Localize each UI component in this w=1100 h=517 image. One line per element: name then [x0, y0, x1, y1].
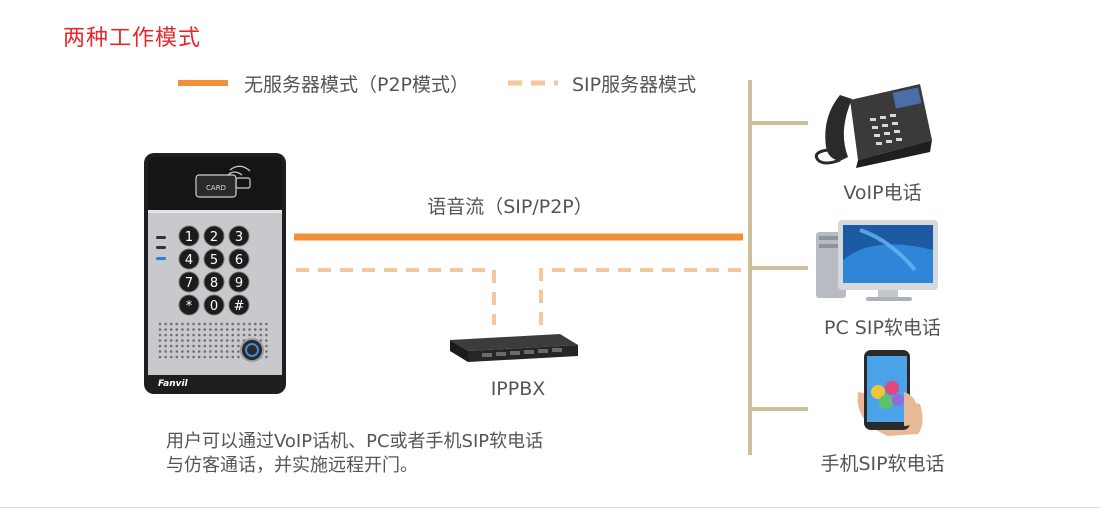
ippbx-switch-icon: [450, 334, 578, 362]
sip-dashed-route-left: [296, 268, 496, 325]
sip-dashed-route-right: [539, 268, 743, 325]
brand-logo: Fanvil: [158, 379, 189, 389]
keypad-key-label: 9: [235, 276, 243, 291]
keypad: 1 2 3 4 5 6 7 8 9 * 0 #: [178, 225, 250, 316]
keypad-key: *: [178, 294, 200, 316]
mobile-phone-icon: [857, 350, 923, 436]
pc-softphone-label: PC SIP软电话: [824, 317, 941, 339]
keypad-key: 8: [203, 271, 225, 293]
keypad-key-label: 8: [210, 276, 218, 291]
card-text: CARD: [206, 184, 226, 192]
keypad-key: 6: [228, 248, 250, 270]
keypad-key: 1: [178, 225, 200, 247]
speaker-grille: [158, 322, 268, 359]
indicator-led: [156, 257, 166, 260]
keypad-key-label: 3: [235, 230, 243, 245]
ippbx-label: IPPBX: [490, 378, 546, 400]
card-reader-icon: CARD: [195, 165, 251, 198]
keypad-key: 5: [203, 248, 225, 270]
legend-dashed-label: SIP服务器模式: [572, 74, 697, 96]
indicator-led: [156, 246, 166, 249]
description-line-2: 与仿客通话，并实施远程开门。: [166, 455, 418, 476]
keypad-key: 4: [178, 248, 200, 270]
keypad-key-label: 6: [235, 253, 243, 268]
keypad-key-label: 2: [210, 230, 218, 245]
bottom-divider: [0, 507, 1100, 508]
keypad-key: 3: [228, 225, 250, 247]
legend-solid-label: 无服务器模式（P2P模式）: [244, 74, 470, 96]
door-intercom-device: CARD 1 2 3 4 5 6 7 8 9 * 0 # Fanvil: [144, 153, 286, 394]
keypad-key-label: 7: [185, 276, 193, 291]
voip-phone-label: VoIP电话: [843, 182, 922, 204]
description-line-1: 用户可以通过VoIP话机、PC或者手机SIP软电话: [166, 431, 544, 452]
keypad-key-label: 4: [185, 253, 193, 268]
description-text: 用户可以通过VoIP话机、PC或者手机SIP软电话 与仿客通话，并实施远程开门。: [166, 430, 543, 478]
keypad-key: #: [228, 294, 250, 316]
keypad-key: 0: [203, 294, 225, 316]
voip-phone-icon: [814, 84, 932, 168]
mobile-softphone-label: 手机SIP软电话: [820, 453, 945, 475]
keypad-key-label: 5: [210, 253, 218, 268]
pc-computer-icon: [816, 220, 938, 301]
keypad-key-label: 0: [210, 299, 218, 314]
indicator-led: [156, 236, 166, 239]
keypad-key: 9: [228, 271, 250, 293]
keypad-key-label: #: [234, 299, 245, 314]
voice-stream-label: 语音流（SIP/P2P）: [427, 196, 593, 218]
keypad-key-label: 1: [185, 230, 193, 245]
diagram-title: 两种工作模式: [63, 26, 202, 51]
keypad-key: 7: [178, 271, 200, 293]
keypad-key: 2: [203, 225, 225, 247]
call-button-icon: [240, 338, 264, 362]
keypad-key-label: *: [186, 299, 193, 314]
